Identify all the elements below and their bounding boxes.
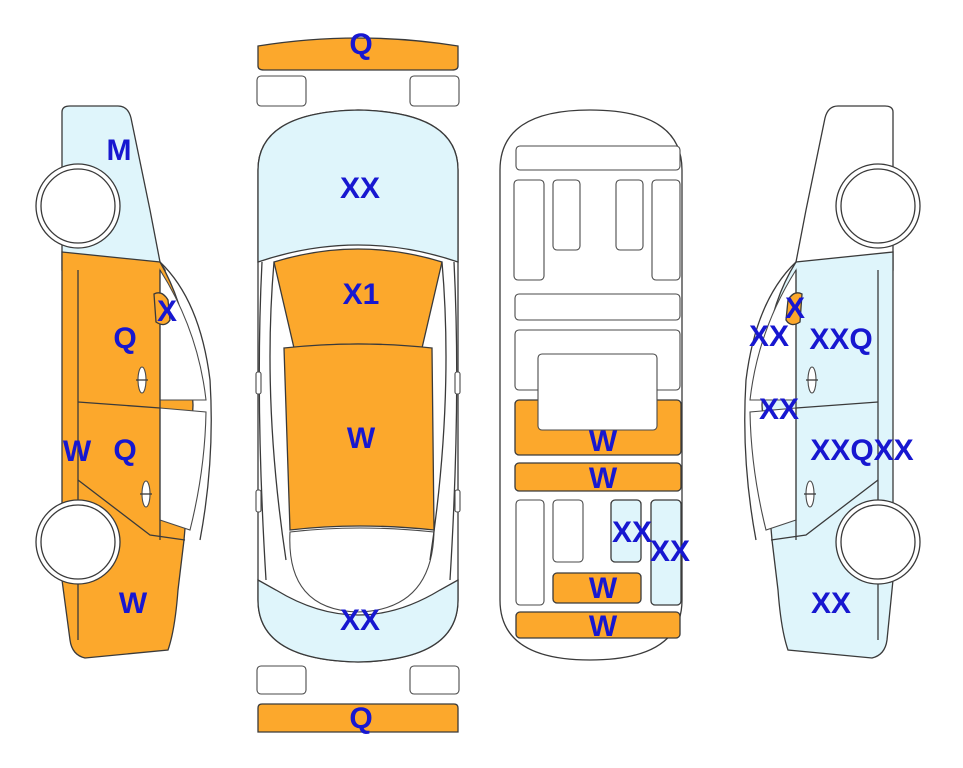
front-bumper[interactable] bbox=[257, 37, 459, 71]
label-left-rear-door: Q bbox=[113, 434, 136, 467]
right-body-outline bbox=[744, 261, 797, 541]
rear-panel[interactable] bbox=[257, 578, 459, 663]
rear-bumper[interactable] bbox=[257, 703, 459, 733]
left-rear-glass bbox=[159, 407, 207, 531]
floor-member-1[interactable] bbox=[610, 499, 642, 563]
left-side-view: M X Q Q W W bbox=[35, 105, 212, 659]
label-front-bumper: Q bbox=[349, 28, 372, 61]
label-right-b-pillar: XX bbox=[759, 393, 799, 426]
right-window-glass bbox=[749, 268, 797, 401]
floor-panel-2[interactable] bbox=[514, 462, 682, 492]
label-floor-panel-1: W bbox=[589, 425, 618, 458]
label-roof: X1 bbox=[343, 278, 380, 311]
floor-panel-4[interactable] bbox=[515, 611, 681, 639]
label-left-front-fender: M bbox=[107, 134, 132, 167]
right-side-view: X XX XXQ XX XXQXX XX bbox=[744, 105, 921, 659]
rear-window bbox=[289, 527, 435, 613]
top-left-mirror bbox=[255, 371, 262, 395]
label-right-a-pillar: XX bbox=[749, 320, 789, 353]
underbody-tank bbox=[537, 353, 658, 431]
label-rear-panel: XX bbox=[340, 604, 380, 637]
floor-member-2[interactable] bbox=[650, 499, 682, 606]
rear-left-lamp bbox=[256, 665, 307, 695]
right-mirror[interactable] bbox=[785, 292, 803, 326]
top-right-mirror bbox=[454, 371, 461, 395]
label-floor-member-2: XX bbox=[650, 535, 690, 568]
front-right-lamp bbox=[409, 75, 460, 107]
label-right-quarter: XX bbox=[811, 587, 851, 620]
top-view: Q XX X1 W XX Q bbox=[255, 28, 461, 735]
label-left-mirror: X bbox=[157, 295, 177, 328]
label-floor-panel-4: W bbox=[589, 610, 618, 643]
left-body-outline bbox=[159, 261, 212, 541]
label-left-front-door: Q bbox=[113, 322, 136, 355]
left-door-seam-rear bbox=[77, 479, 186, 541]
label-right-mirror: X bbox=[785, 292, 805, 325]
label-floor-panel-2: W bbox=[589, 462, 618, 495]
left-door-seam-mid bbox=[77, 401, 161, 409]
label-hood: XX bbox=[340, 172, 380, 205]
label-trunk-lid: W bbox=[347, 422, 376, 455]
floor-panel-3[interactable] bbox=[552, 572, 642, 604]
right-rear-glass bbox=[749, 407, 797, 531]
label-floor-member-1: XX bbox=[612, 516, 652, 549]
label-left-rocker: W bbox=[63, 435, 92, 468]
front-left-lamp bbox=[256, 75, 307, 107]
label-rear-bumper: Q bbox=[349, 702, 372, 735]
left-window-glass bbox=[159, 268, 207, 401]
label-right-front-door: XXQ bbox=[809, 323, 872, 356]
hood[interactable] bbox=[257, 109, 459, 263]
label-floor-panel-3: W bbox=[589, 572, 618, 605]
label-left-quarter: W bbox=[119, 587, 148, 620]
underbody-front-member bbox=[515, 145, 681, 171]
rear-right-lamp bbox=[409, 665, 460, 695]
label-right-rear-door: XXQXX bbox=[810, 434, 913, 467]
left-mirror[interactable] bbox=[153, 292, 171, 326]
underbody-view: W W XX XX W W bbox=[499, 109, 690, 661]
